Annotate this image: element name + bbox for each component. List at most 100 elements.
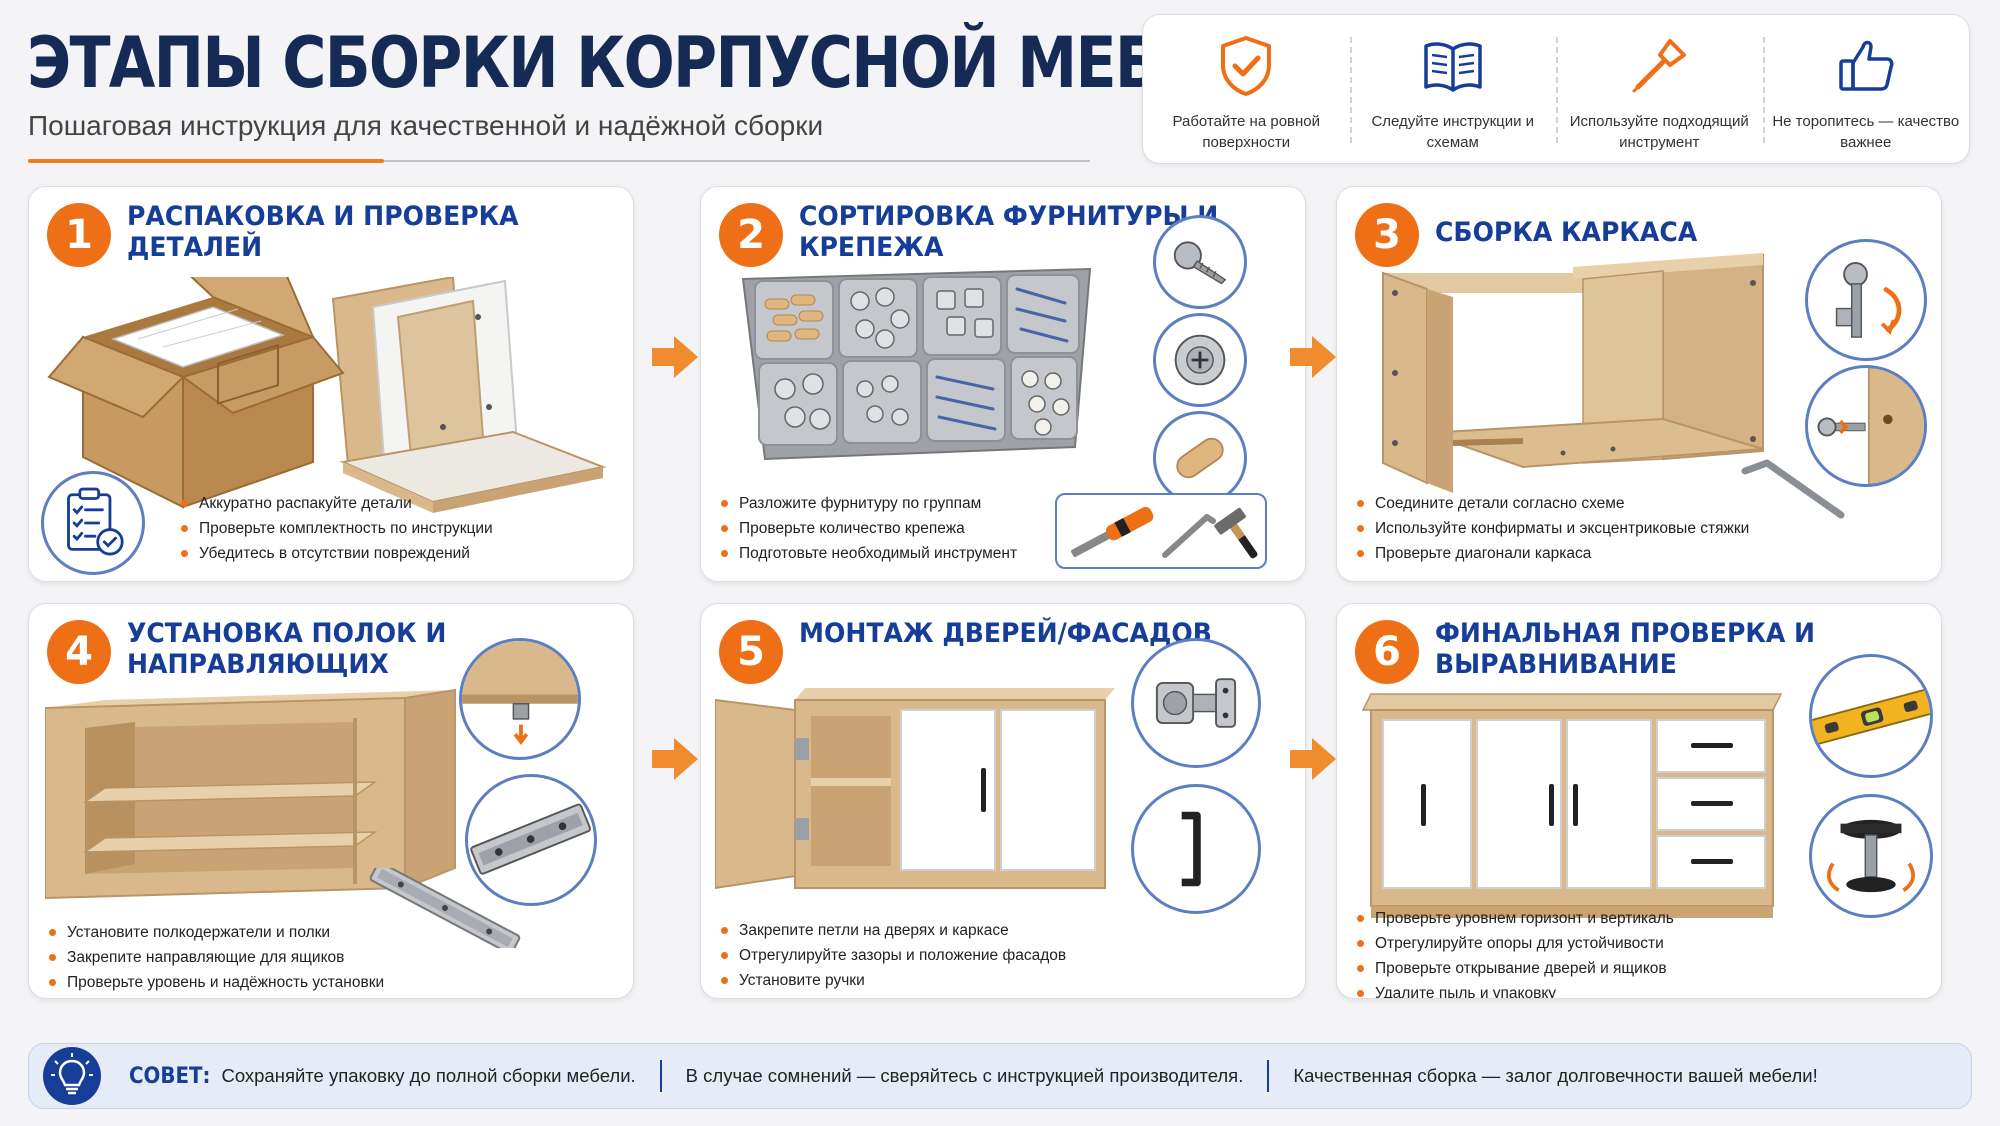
- bullet-item: Убедитесь в отсутствии повреждений: [179, 541, 493, 566]
- tools-icon: [1071, 506, 1258, 559]
- door-handle-icon: [1181, 811, 1201, 887]
- spirit-level-icon: [1812, 688, 1930, 746]
- cam-lock-detail: [1153, 313, 1247, 407]
- bullet-item: Аккуратно распакуйте детали: [179, 491, 493, 516]
- bullet-item: Закрепите направляющие для ящиков: [47, 945, 384, 970]
- bullet-item: Проверьте комплектность по инструкции: [179, 516, 493, 541]
- step-title: РАСПАКОВКА И ПРОВЕРКА ДЕТАЛЕЙ: [127, 201, 519, 263]
- panel-joint-detail: [1805, 365, 1927, 487]
- step-bullets: Аккуратно распакуйте детали Проверьте ко…: [179, 491, 493, 566]
- shield-check-icon: [1221, 36, 1272, 96]
- hinge-icon: [1155, 678, 1237, 728]
- bullet-item: Разложите фурнитуру по группам: [719, 491, 1017, 516]
- bullet-item: Отрегулируйте опоры для устойчивости: [1355, 931, 1674, 956]
- screw-detail: [1153, 215, 1247, 309]
- bullet-item: Подготовьте необходимый инструмент: [719, 541, 1017, 566]
- slide-detail: [465, 774, 597, 906]
- step-number: 6: [1355, 620, 1419, 684]
- dowel-icon: [1176, 437, 1224, 479]
- panel-joint-icon: [1817, 368, 1924, 484]
- tip-text: Следуйте инструкции и схемам: [1371, 113, 1535, 151]
- step-bullets: Закрепите петли на дверях и каркасе Отре…: [719, 918, 1066, 993]
- cabinet-doors-illustration: [715, 688, 1115, 890]
- screw-icon: [1173, 241, 1227, 285]
- advice-divider: [1267, 1060, 1270, 1092]
- bullet-item: Установите полкодержатели и полки: [47, 920, 384, 945]
- step-title: ФИНАЛЬНАЯ ПРОВЕРКА И ВЫРАВНИВАНИЕ: [1435, 618, 1816, 680]
- bullet-item: Закрепите петли на дверях и каркасе: [719, 918, 1066, 943]
- step-card-6: 6 ФИНАЛЬНАЯ ПРОВЕРКА И ВЫРАВНИВАНИЕ Пров…: [1336, 603, 1942, 999]
- bullet-item: Проверьте количество крепежа: [719, 516, 1017, 541]
- arrow-right-icon: [652, 738, 698, 780]
- screwdriver-icon: [1632, 39, 1687, 93]
- step-number: 4: [47, 620, 111, 684]
- bullet-item: Используйте конфирматы и эксцентриковые …: [1355, 516, 1749, 541]
- step-title: СОРТИРОВКА ФУРНИТУРЫ И КРЕПЕЖА: [799, 201, 1219, 263]
- step-card-1: 1 РАСПАКОВКА И ПРОВЕРКА ДЕТАЛЕЙ: [28, 186, 634, 582]
- step-card-5: 5 МОНТАЖ ДВЕРЕЙ/ФАСАДОВ Закрепите петли …: [700, 603, 1306, 999]
- advice-divider: [659, 1060, 662, 1092]
- thumbs-up-icon: [1839, 40, 1894, 91]
- step-card-4: 4 УСТАНОВКА ПОЛОК И НАПРАВЛЯЮЩИХ Установ…: [28, 603, 634, 999]
- confirmat-screw-icon: [1835, 261, 1902, 338]
- hex-key-illustration: [1741, 459, 1845, 519]
- bullet-item: Проверьте диагонали каркаса: [1355, 541, 1749, 566]
- tip-item: Работайте на ровной поверхности: [1143, 15, 1350, 163]
- checklist-icon-badge: [41, 471, 145, 575]
- page-title: ЭТАПЫ СБОРКИ КОРПУСНОЙ МЕБЕЛИ: [27, 22, 1297, 104]
- advice-label: СОВЕТ:: [129, 1063, 211, 1089]
- tips-panel: Работайте на ровной поверхности Следуйте…: [1142, 14, 1970, 164]
- tip-text: Используйте подходящий инструмент: [1569, 113, 1749, 151]
- step-bullets: Соедините детали согласно схеме Использу…: [1355, 491, 1749, 566]
- hardware-tray-illustration: [741, 267, 1092, 461]
- step-number: 2: [719, 203, 783, 267]
- tip-item: Следуйте инструкции и схемам: [1349, 15, 1557, 163]
- shelf-pin-icon: [462, 641, 578, 745]
- spirit-level-detail: [1809, 654, 1933, 778]
- step-bullets: Установите полкодержатели и полки Закреп…: [47, 920, 384, 995]
- drawer-slide-illustration: [369, 868, 521, 948]
- advice-text: Сохраняйте упаковку до полной сборки меб…: [221, 1065, 636, 1086]
- finished-cabinet-illustration: [1361, 693, 1783, 918]
- step-card-3: 3 СБОРКА КАРКАСА Соедините детали соглас…: [1336, 186, 1942, 582]
- cabinet-frame-illustration: [1382, 253, 1764, 493]
- tools-box: [1055, 493, 1267, 569]
- page-subtitle: Пошаговая инструкция для качественной и …: [28, 110, 824, 141]
- step-number: 3: [1355, 203, 1419, 267]
- title-divider-accent: [28, 159, 384, 163]
- step-title: СБОРКА КАРКАСА: [1435, 217, 1698, 248]
- tip-text: Не торопитесь — качество важнее: [1772, 113, 1960, 151]
- cardboard-box-illustration: [47, 277, 607, 513]
- hinge-detail: [1131, 638, 1261, 768]
- tip-text: Работайте на ровной поверхности: [1172, 113, 1321, 151]
- tip-item: Используйте подходящий инструмент: [1556, 15, 1763, 163]
- slide-rail-icon: [470, 803, 591, 875]
- advice-text: В случае сомнений — сверяйтесь с инструк…: [685, 1065, 1244, 1086]
- advice-text: Качественная сборка — залог долговечност…: [1293, 1065, 1818, 1086]
- confirmat-detail: [1805, 239, 1927, 361]
- open-book-icon: [1424, 42, 1482, 92]
- handle-detail: [1131, 784, 1261, 914]
- arrow-right-icon: [1290, 738, 1336, 780]
- checklist-icon: [67, 487, 124, 556]
- advice-bar: СОВЕТ: Сохраняйте упаковку до полной сбо…: [28, 1043, 1972, 1109]
- lightbulb-icon: [51, 1053, 93, 1095]
- bullet-item: Проверьте уровень и надёжность установки: [47, 970, 384, 995]
- arrow-right-icon: [1290, 336, 1336, 378]
- step-bullets: Проверьте уровнем горизонт и вертикаль О…: [1355, 906, 1674, 998]
- bullet-item: Установите ручки: [719, 968, 1066, 993]
- cam-lock-icon: [1174, 334, 1226, 386]
- bullet-item: Проверьте открывание дверей и ящиков: [1355, 956, 1674, 981]
- bullet-item: Проверьте уровнем горизонт и вертикаль: [1355, 906, 1674, 931]
- leveling-foot-detail: [1809, 794, 1933, 918]
- step-title: УСТАНОВКА ПОЛОК И НАПРАВЛЯЮЩИХ: [127, 618, 447, 680]
- title-divider: [28, 160, 1090, 162]
- shelf-pin-detail: [459, 638, 581, 760]
- arrow-right-icon: [652, 336, 698, 378]
- bullet-item: Удалите пыль и упаковку: [1355, 981, 1674, 998]
- dowel-detail: [1153, 411, 1247, 505]
- bullet-item: Соедините детали согласно схеме: [1355, 491, 1749, 516]
- step-card-2: 2 СОРТИРОВКА ФУРНИТУРЫ И КРЕПЕЖА: [700, 186, 1306, 582]
- tip-item: Не торопитесь — качество важнее: [1762, 15, 1970, 163]
- step-title: МОНТАЖ ДВЕРЕЙ/ФАСАДОВ: [799, 618, 1212, 649]
